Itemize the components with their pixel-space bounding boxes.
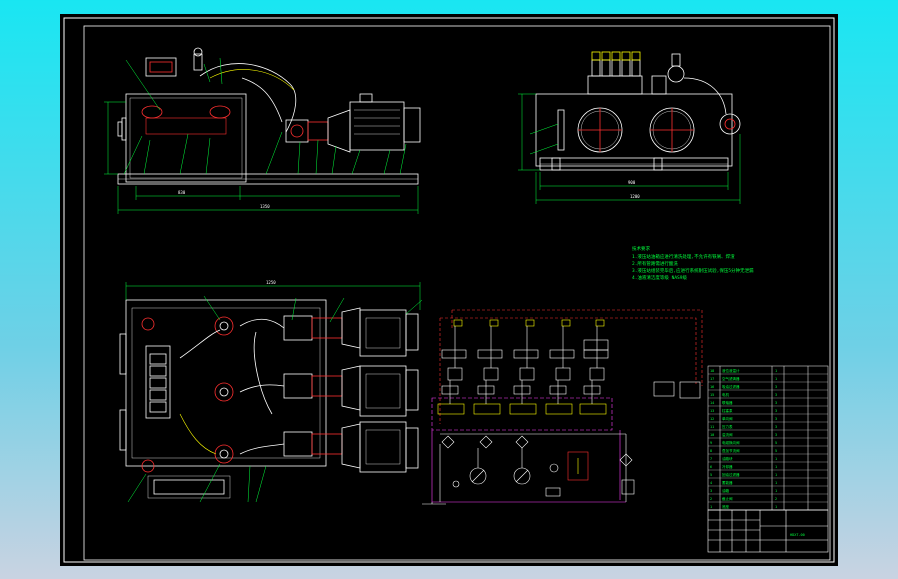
parts-cell-name: 单向阀 — [722, 416, 733, 421]
note-4: 4.油液清洁度等级 NAS9级 — [632, 274, 687, 281]
note-2: 2.所有管路需进行酸洗 — [632, 260, 678, 267]
dim-side-total: 1200 — [630, 194, 640, 199]
parts-cell-no: 4 — [710, 481, 712, 485]
parts-cell-no: 2 — [710, 497, 712, 501]
parts-cell-no: 18 — [710, 369, 714, 373]
pump-motor-group-3 — [214, 421, 407, 473]
parts-cell-name: 吸油过滤器 — [722, 384, 740, 389]
parts-cell-qty: 3 — [775, 401, 777, 405]
dim-top-total: 1250 — [266, 280, 276, 285]
parts-cell-no: 6 — [710, 465, 712, 469]
parts-cell-no: 5 — [710, 473, 712, 477]
parts-cell-no: 8 — [710, 449, 712, 453]
drawing-sheet: 830 1350 — [60, 14, 838, 566]
parts-cell-qty: 1 — [775, 473, 777, 477]
parts-cell-qty: 1 — [775, 457, 777, 461]
top-valve-block — [145, 345, 171, 419]
parts-cell-qty: 3 — [775, 385, 777, 389]
side-view — [535, 51, 741, 171]
note-1: 1.液压站油箱应进行清洗处理,不允许有铁屑、焊渣 — [632, 253, 735, 260]
parts-cell-no: 12 — [710, 417, 714, 421]
parts-cell-qty: 1 — [775, 481, 777, 485]
parts-cell-qty: 1 — [775, 489, 777, 493]
parts-cell-name: 电磁换向阀 — [722, 440, 740, 445]
parts-cell-no: 13 — [710, 409, 714, 413]
parts-cell-name: 空气滤清器 — [722, 376, 740, 381]
pump-motor-group-2 — [214, 365, 407, 417]
parts-cell-name: 底座 — [722, 504, 730, 509]
front-view — [117, 47, 421, 185]
parts-cell-qty: 3 — [775, 393, 777, 397]
parts-cell-name: 截止阀 — [722, 496, 733, 501]
parts-cell-qty: 3 — [775, 409, 777, 413]
top-view — [119, 299, 419, 499]
parts-cell-name: 液位液温计 — [722, 368, 740, 373]
parts-cell-no: 14 — [710, 401, 714, 405]
parts-cell-no: 15 — [710, 393, 714, 397]
parts-cell-qty: 1 — [775, 377, 777, 381]
parts-cell-no: 16 — [710, 385, 714, 389]
dim-front-base: 830 — [178, 190, 186, 195]
parts-cell-name: 油箱 — [722, 488, 730, 493]
inner-frame — [83, 25, 831, 561]
hydraulic-schematic — [422, 309, 703, 505]
parts-cell-no: 9 — [710, 441, 712, 445]
pump-motor-group-1 — [214, 307, 407, 357]
outer-frame — [63, 17, 835, 563]
parts-cell-name: 回油过滤器 — [722, 472, 740, 477]
parts-cell-qty: 1 — [775, 369, 777, 373]
top-view-callouts — [125, 282, 423, 503]
parts-cell-qty: 3 — [775, 417, 777, 421]
side-view-callouts — [518, 93, 741, 204]
cad-drawing: 830 1350 — [63, 17, 835, 563]
parts-cell-qty: 2 — [775, 497, 777, 501]
side-tank — [535, 93, 733, 167]
front-view-callouts — [104, 57, 419, 214]
parts-cell-name: 冷却器 — [722, 464, 733, 469]
title-block — [707, 509, 829, 553]
parts-cell-no: 17 — [710, 377, 714, 381]
parts-cell-no: 7 — [710, 457, 712, 461]
top-tank — [125, 299, 327, 467]
parts-cell-name: 油路块 — [722, 456, 733, 461]
parts-cell-no: 11 — [710, 425, 714, 429]
parts-cell-no: 3 — [710, 489, 712, 493]
parts-cell-qty: 5 — [775, 441, 777, 445]
parts-cell-name: 叠加节流阀 — [722, 448, 740, 453]
parts-cell-name: 柱塞泵 — [722, 408, 733, 413]
parts-cell-name: 蓄能器 — [722, 480, 733, 485]
parts-cell-qty: 3 — [775, 433, 777, 437]
parts-cell-qty: 1 — [775, 465, 777, 469]
front-tank — [125, 93, 247, 183]
parts-cell-qty: 5 — [775, 449, 777, 453]
note-3: 3.液压站组装完毕后,应进行系统耐压试验,保压5分钟无泄漏 — [632, 267, 754, 274]
parts-cell-no: 1 — [710, 505, 712, 509]
notes-heading: 技术要求 — [632, 245, 650, 252]
parts-cell-no: 10 — [710, 433, 714, 437]
parts-cell-qty: 1 — [775, 505, 777, 509]
dim-front-total: 1350 — [260, 204, 270, 209]
parts-cell-qty: 3 — [775, 425, 777, 429]
technical-notes: 技术要求 1.液压站油箱应进行清洗处理,不允许有铁屑、焊渣 2.所有管路需进行酸… — [632, 245, 754, 281]
dim-side-base: 900 — [628, 180, 636, 185]
parts-cell-name: 电机 — [722, 392, 730, 397]
parts-cell-name: 联轴器 — [722, 400, 733, 405]
parts-cell-name: 压力表 — [722, 424, 733, 429]
parts-cell-name: 溢流阀 — [722, 432, 733, 437]
drawing-code: HDXT-00 — [790, 533, 805, 537]
